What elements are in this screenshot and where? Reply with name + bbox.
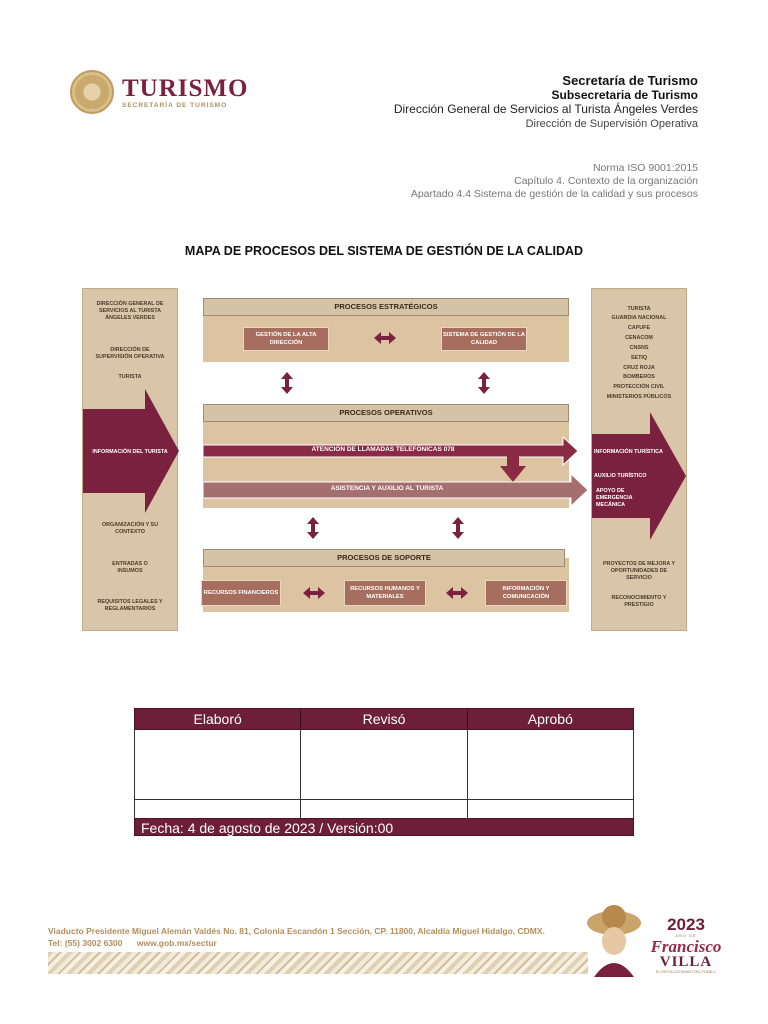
sig-name-reviso	[301, 800, 468, 818]
sig-name-aprobo	[468, 800, 633, 818]
footer-address: Viaducto Presidente Miguel Alemán Valdés…	[48, 926, 545, 936]
villa-logo: 2023 AÑO DE Francisco VILLA EL REVOLUCIO…	[646, 916, 726, 974]
right-recon: RECONOCIMIENTO Y PRESTIGIO	[611, 595, 667, 608]
double-arrow-vertical-icon	[281, 372, 293, 394]
process-map: DIRECCIÓN GENERAL DE SERVICIOS AL TURIST…	[82, 288, 687, 631]
inputs-column: DIRECCIÓN GENERAL DE SERVICIOS AL TURIST…	[82, 288, 179, 631]
double-arrow-horizontal-icon	[374, 332, 396, 344]
norm-block: Norma ISO 9001:2015 Capítulo 4. Contexto…	[411, 162, 698, 201]
footer-contact: Tel: (55) 3002 6300 www.gob.mx/sectur	[48, 938, 217, 948]
logo-name1: Francisco	[650, 937, 722, 956]
logo-tagline: EL REVOLUCIONARIO DEL PUEBLO	[656, 970, 716, 974]
right-auxilio: AUXILIO TURÍSTICO	[594, 473, 647, 479]
norm-section: Apartado 4.4 Sistema de gestión de la ca…	[410, 188, 698, 200]
footer-web[interactable]: www.gob.mx/sectur	[136, 938, 217, 948]
right-capufe: CAPUFE	[627, 325, 651, 331]
map-title: MAPA DE PROCESOS DEL SISTEMA DE GESTIÓN …	[184, 244, 584, 258]
sig-cell-aprobo	[468, 730, 633, 799]
sectur-logo: TURISMO SECRETARÍA DE TURISMO	[70, 70, 248, 114]
right-info: INFORMACIÓN TURÍSTICA	[594, 449, 663, 455]
header-block: Secretaría de Turismo Subsecretaria de T…	[394, 73, 698, 131]
footer-tel: Tel: (55) 3002 6300	[48, 938, 123, 948]
header-subsecretaria: Subsecretaria de Turismo	[551, 88, 699, 102]
left-org: ORGANIZACIÓN Y SU CONTEXTO	[101, 522, 159, 535]
left-input-arrow	[83, 389, 179, 513]
left-info: INFORMACIÓN DEL TURISTA	[92, 449, 168, 455]
down-arrow-icon	[500, 456, 526, 482]
logo-year: 2023	[667, 915, 705, 934]
double-arrow-vertical-icon	[452, 517, 464, 539]
header-secretaria: Secretaría de Turismo	[562, 73, 698, 88]
arrow-asistencia	[203, 474, 589, 506]
left-entradas: ENTRADAS O INSUMOS	[112, 561, 148, 574]
double-arrow-vertical-icon	[478, 372, 490, 394]
right-cnsns: CNSNS	[629, 345, 649, 351]
box-recursos-financieros: RECURSOS FINANCIEROS	[201, 580, 281, 606]
double-arrow-horizontal-icon	[446, 587, 468, 599]
logo-year-sub: AÑO DE	[675, 933, 697, 938]
villa-portrait-icon	[586, 903, 642, 977]
national-seal-icon	[70, 70, 114, 114]
arrow-llamadas	[203, 436, 579, 466]
sig-cell-reviso	[301, 730, 468, 799]
operational-header: PROCESOS OPERATIVOS	[203, 404, 569, 422]
box-sgc: SISTEMA DE GESTIÓN DE LA CALIDAD	[441, 327, 527, 351]
left-dso: DIRECCIÓN DE SUPERVISIÓN OPERATIVA	[95, 347, 165, 360]
box-recursos-humanos: RECURSOS HUMANOS Y MATERIALES	[344, 580, 426, 606]
right-turista: TURISTA	[627, 306, 651, 312]
right-cenacom: CENACOM	[625, 335, 653, 341]
right-output-arrow	[592, 412, 686, 540]
logo-title: TURISMO	[122, 74, 249, 102]
left-dg: DIRECCIÓN GENERAL DE SERVICIOS AL TURIST…	[96, 301, 164, 321]
arrow-asistencia-label: ASISTENCIA Y AUXILIO AL TURISTA	[330, 485, 444, 492]
footer-ornament	[48, 952, 588, 974]
right-cruz: CRUZ ROJA	[623, 365, 655, 371]
logo-subtitle: SECRETARÍA DE TURISMO	[122, 101, 228, 109]
arrow-llamadas-label: ATENCIÓN DE LLAMADAS TELEFÓNICAS 078	[311, 446, 455, 453]
right-apoyo: APOYO DE EMERGENCIA MECÁNICA	[596, 488, 633, 508]
right-pc: PROTECCIÓN CIVIL	[613, 384, 665, 390]
header-direccion-general: Dirección General de Servicios al Turist…	[393, 102, 698, 116]
sig-header-reviso: Revisó	[301, 709, 468, 729]
right-mp: MINISTERIOS PÚBLICOS	[606, 394, 672, 400]
header-direccion: Dirección de Supervisión Operativa	[525, 118, 698, 130]
right-guardia: GUARDIA NACIONAL	[611, 315, 667, 321]
strategic-header: PROCESOS ESTRATÉGICOS	[203, 298, 569, 316]
logo-name2: VILLA	[659, 954, 713, 970]
box-informacion-comunicacion: INFORMACIÓN Y COMUNICACIÓN	[485, 580, 567, 606]
right-proyectos: PROYECTOS DE MEJORA Y OPORTUNIDADES DE S…	[602, 561, 676, 581]
outputs-column: TURISTA GUARDIA NACIONAL CAPUFE CENACOM …	[591, 288, 687, 631]
sig-header-elaboro: Elaboró	[135, 709, 302, 729]
sig-name-elaboro	[135, 800, 302, 818]
sig-date-version: Fecha: 4 de agosto de 2023 / Versión:00	[134, 818, 634, 836]
sig-cell-elaboro	[135, 730, 302, 799]
support-header: PROCESOS DE SOPORTE	[203, 549, 565, 567]
norm-chapter: Capítulo 4. Contexto de la organización	[514, 175, 698, 187]
left-turista: TURISTA	[118, 374, 142, 380]
norm-iso: Norma ISO 9001:2015	[592, 162, 698, 174]
right-bomberos: BOMBEROS	[623, 374, 655, 380]
box-alta-direccion: GESTIÓN DE LA ALTA DIRECCIÓN	[243, 327, 329, 351]
double-arrow-vertical-icon	[307, 517, 319, 539]
left-req: REQUISITOS LEGALES Y REGLAMENTARIOS	[97, 599, 163, 612]
right-setiq: SETIQ	[630, 355, 648, 361]
sig-header-aprobo: Aprobó	[527, 711, 573, 727]
double-arrow-horizontal-icon	[303, 587, 325, 599]
signature-table: Elaboró Revisó Aprobó Fecha: 4 de agosto…	[134, 708, 634, 836]
